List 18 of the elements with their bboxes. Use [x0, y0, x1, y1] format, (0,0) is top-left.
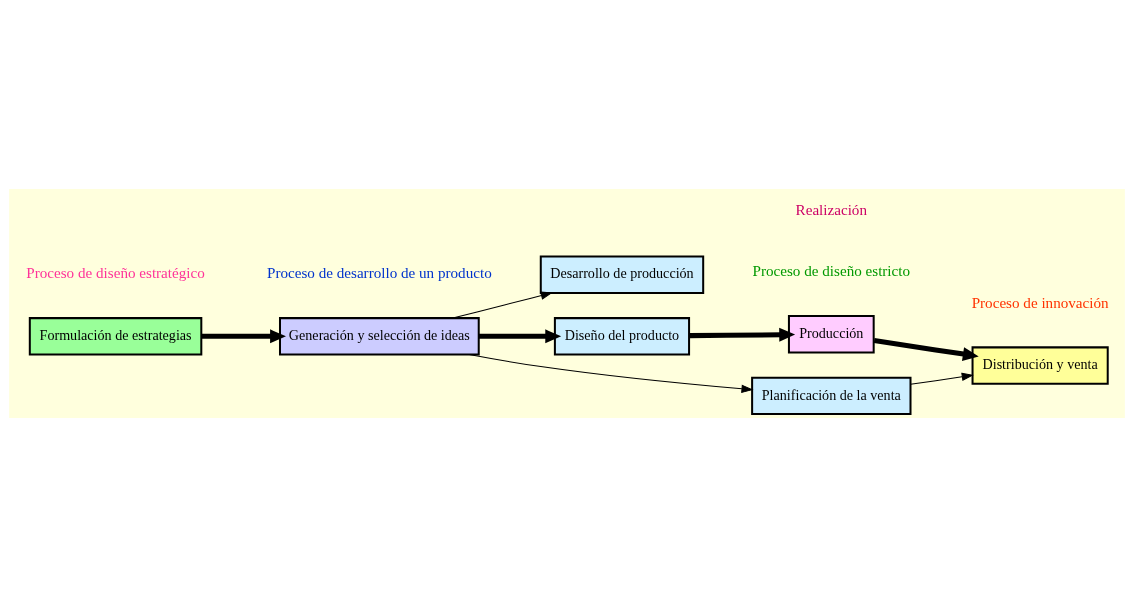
label: Proceso de diseño estratégico [25, 264, 205, 281]
label: Proceso de innovación [971, 294, 1109, 311]
arrow [909, 372, 974, 385]
arrow [201, 328, 286, 343]
arrow [468, 353, 754, 393]
arrow [478, 328, 561, 343]
label: Realización [795, 201, 867, 218]
node-box: Producción [787, 314, 875, 353]
node-box: Formulación de estrategias [28, 316, 202, 355]
node-box: Generación y selección de ideas [278, 316, 480, 355]
node-box: Planificación de la venta [750, 376, 911, 415]
label: Proceso de diseño estricto [752, 262, 910, 279]
node-box: Desarrollo de producción [539, 255, 704, 294]
arrow [873, 337, 979, 361]
label: Proceso de desarrollo de un producto [266, 264, 492, 281]
arrow [688, 327, 795, 342]
node-box: Distribución y venta [971, 345, 1109, 385]
node-box: Diseño del producto [553, 316, 690, 355]
